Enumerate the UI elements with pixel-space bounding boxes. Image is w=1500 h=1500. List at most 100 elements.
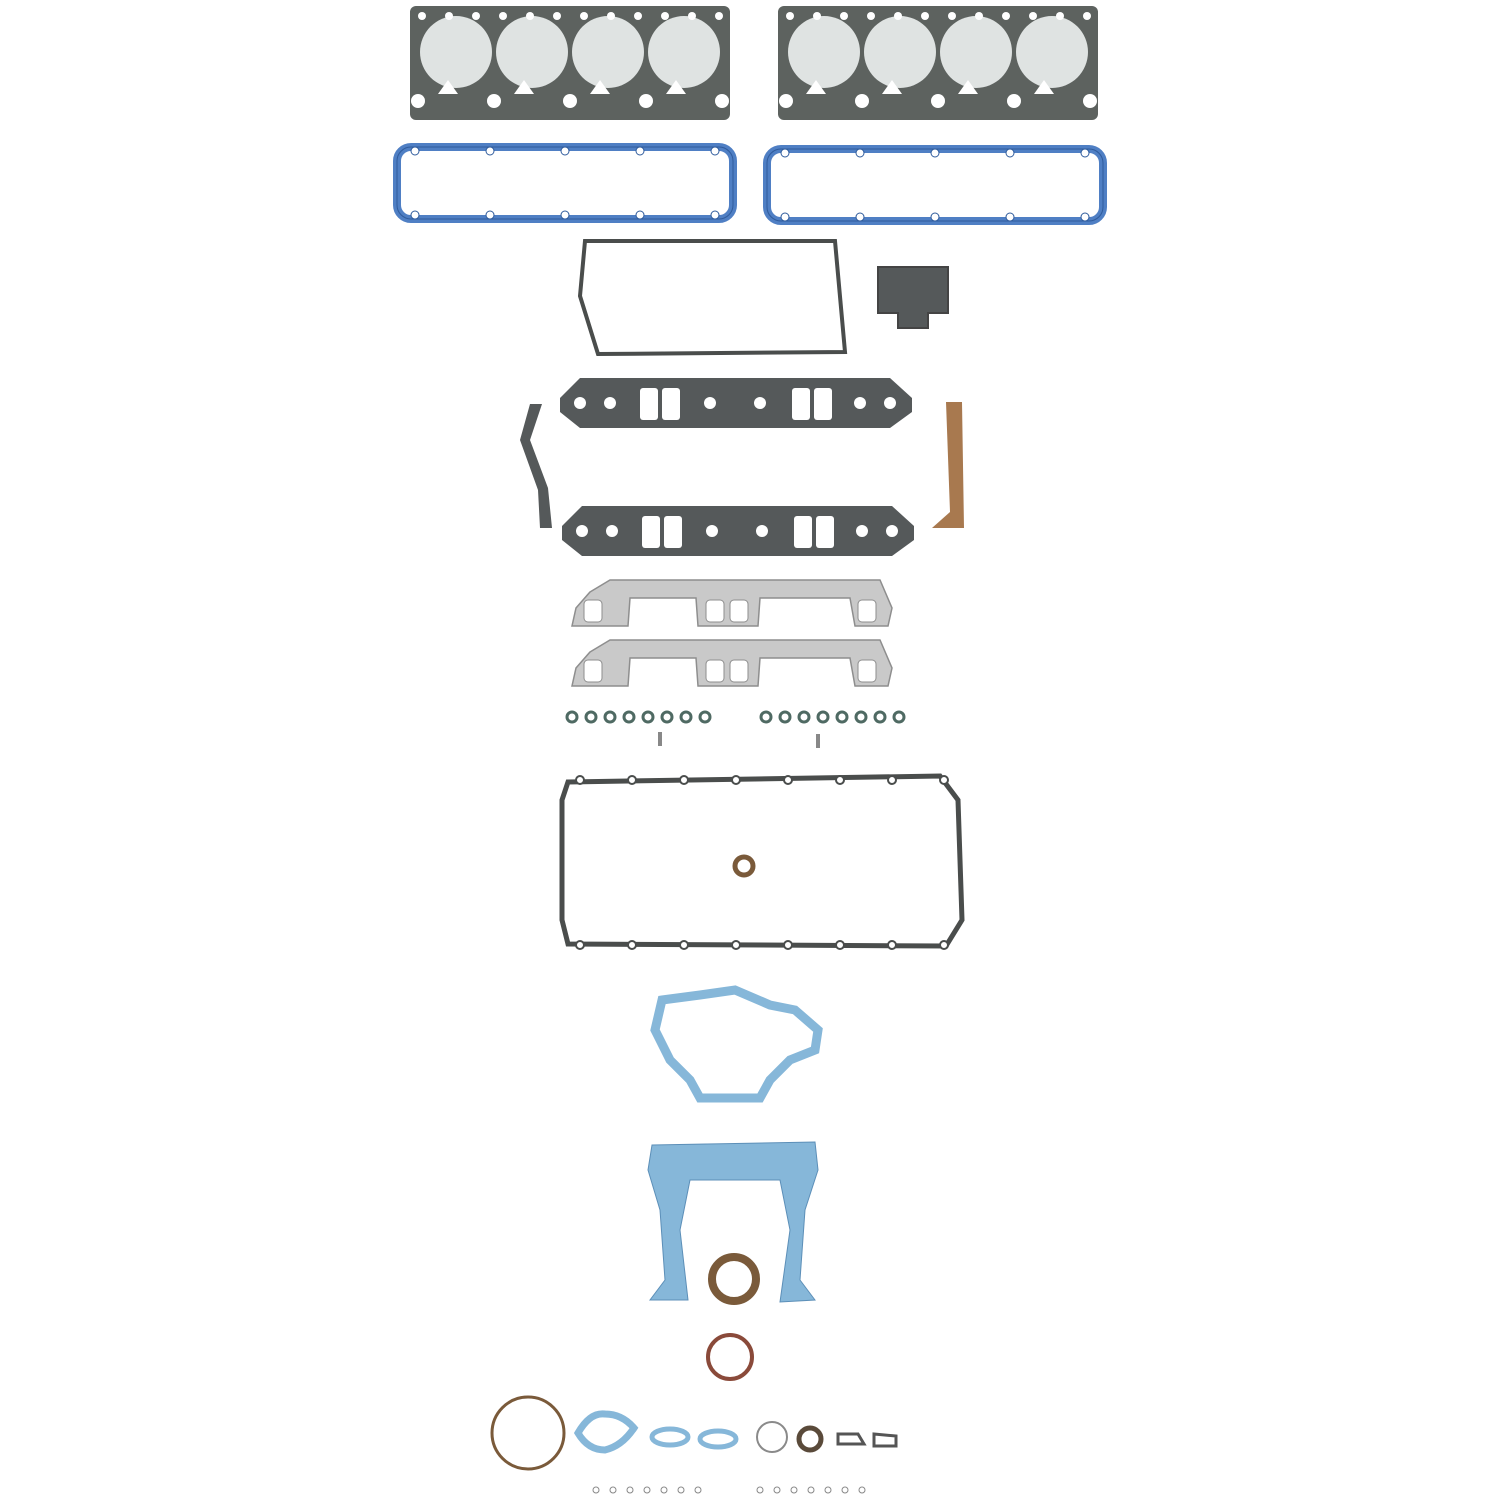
exhaust-port xyxy=(705,659,725,683)
bolt-hole xyxy=(715,12,723,20)
exhaust-port xyxy=(705,599,725,623)
bolt-hole xyxy=(445,12,453,20)
egr-gasket xyxy=(836,1432,867,1446)
o-ring xyxy=(807,1486,815,1494)
bolt-hole xyxy=(580,12,588,20)
bolt-hole xyxy=(607,12,615,20)
bolt-hole xyxy=(627,775,637,785)
o-ring xyxy=(756,1486,764,1494)
valve-seal xyxy=(679,710,693,724)
bolt-hole xyxy=(780,212,790,222)
bolt-hole xyxy=(731,940,741,950)
valve-seal xyxy=(892,710,906,724)
o-ring xyxy=(592,1486,600,1494)
bolt-hole xyxy=(1005,148,1015,158)
bolt-hole xyxy=(786,12,794,20)
bolt-hole xyxy=(635,210,645,220)
water-port xyxy=(514,80,534,94)
bolt-hole xyxy=(856,525,868,537)
cylinder-bore xyxy=(496,16,568,88)
exhaust-gasket-lower xyxy=(571,639,893,687)
o-ring xyxy=(790,1486,798,1494)
bolt-hole xyxy=(710,210,720,220)
valve-seal xyxy=(835,710,849,724)
cylinder-bore xyxy=(420,16,492,88)
bolt-hole xyxy=(704,397,716,409)
bolt-hole xyxy=(710,146,720,156)
bolt-hole xyxy=(560,146,570,156)
bolt-hole xyxy=(635,146,645,156)
valve-seal xyxy=(854,710,868,724)
bolt-hole xyxy=(939,940,949,950)
bolt-hole xyxy=(485,210,495,220)
bolt-hole xyxy=(576,525,588,537)
clear-o-ring xyxy=(756,1421,788,1453)
water-port xyxy=(590,80,610,94)
valve-seal xyxy=(603,710,617,724)
bolt-hole xyxy=(783,775,793,785)
bolt-hole xyxy=(1083,12,1091,20)
valve-cover-gasket-left xyxy=(393,143,737,223)
valve-seal xyxy=(584,710,598,724)
intake-gasket-lower xyxy=(562,506,914,556)
bolt-hole xyxy=(706,525,718,537)
sender-o-ring xyxy=(796,1425,824,1453)
bolt-hole xyxy=(411,94,425,108)
bolt-hole xyxy=(1002,12,1010,20)
bolt-hole xyxy=(886,525,898,537)
rear-main-seal xyxy=(706,1333,754,1381)
valve-stem-seals xyxy=(565,710,906,724)
bolt-hole xyxy=(563,94,577,108)
water-port xyxy=(958,80,978,94)
bolt-hole xyxy=(485,146,495,156)
bolt-hole xyxy=(813,12,821,20)
valve-cover-outline xyxy=(763,145,1107,225)
bolt-hole xyxy=(754,397,766,409)
valve-seal xyxy=(565,710,579,724)
head-gasket-body xyxy=(410,6,730,120)
bolt-hole xyxy=(887,775,897,785)
cylinder-bore xyxy=(940,16,1012,88)
pickup-o-ring xyxy=(732,854,756,878)
bolt-hole xyxy=(948,12,956,20)
intake-port xyxy=(662,388,680,420)
valve-cover-outline xyxy=(393,143,737,223)
bolt-hole xyxy=(975,12,983,20)
bolt-hole xyxy=(783,940,793,950)
intake-end-seal-left xyxy=(520,404,552,528)
valve-seal xyxy=(797,710,811,724)
bolt-hole xyxy=(574,397,586,409)
intake-port xyxy=(642,516,660,548)
bolt-hole xyxy=(930,148,940,158)
small-o-rings xyxy=(592,1486,866,1494)
bolt-hole xyxy=(1080,212,1090,222)
o-ring xyxy=(677,1486,685,1494)
head-gasket-body xyxy=(778,6,1098,120)
valve-seal xyxy=(816,710,830,724)
bolt-hole xyxy=(499,12,507,20)
o-ring xyxy=(824,1486,832,1494)
water-port xyxy=(1034,80,1054,94)
water-port xyxy=(882,80,902,94)
intake-port xyxy=(792,388,810,420)
exhaust-port xyxy=(729,599,749,623)
bolt-hole xyxy=(410,146,420,156)
bolt-hole xyxy=(1005,212,1015,222)
throttle-body-gasket xyxy=(877,266,949,329)
water-port xyxy=(666,80,686,94)
timing-cover-gasket xyxy=(647,1141,819,1303)
bolt-hole xyxy=(855,212,865,222)
bolt-hole xyxy=(606,525,618,537)
cylinder-bore xyxy=(1016,16,1088,88)
bolt-hole xyxy=(472,12,480,20)
bolt-hole xyxy=(884,397,896,409)
head-gasket-left xyxy=(410,6,730,120)
bolt-hole xyxy=(855,94,869,108)
large-o-ring xyxy=(490,1395,566,1471)
bolt-hole xyxy=(779,94,793,108)
cylinder-bore xyxy=(788,16,860,88)
bolt-hole xyxy=(634,12,642,20)
water-pump-gasket xyxy=(650,985,823,1103)
bolt-hole xyxy=(560,210,570,220)
